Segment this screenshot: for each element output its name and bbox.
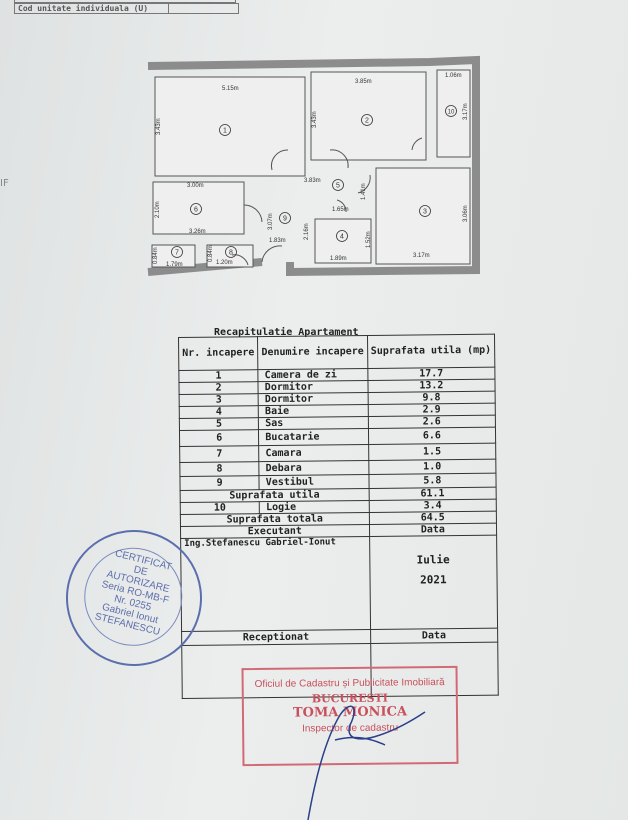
cell-area: 1.0 [368,459,496,475]
dim-label: 2.16m [304,223,310,240]
header-row: Cod unitate individuala (U) [14,3,239,14]
room-number: 4 [340,234,344,241]
cell-nr: 3 [179,393,259,407]
dim-label: 3.85m [355,79,372,85]
dim-label: 1.89m [330,256,347,262]
dim-label: 1.20m [216,260,233,266]
executant-date: Iulie 2021 [369,535,498,630]
cell-area: 1.5 [368,443,496,461]
dim-label: 1.06m [445,73,462,79]
header-name: Denumire incapere [257,335,368,370]
room-8 [206,244,254,268]
dim-label: 1.52m [366,231,372,248]
cell-name: Camara [258,444,369,462]
header-row-cut [14,0,236,3]
dim-label: 5.15m [222,86,239,92]
cell-nr: 8 [179,461,260,477]
room-number: 9 [283,216,287,223]
room-number: 8 [229,250,233,257]
cadastre-office-stamp: Oficiul de Cadastru și Publicitate Imobi… [241,665,459,767]
dim-label: 3.83m [304,178,321,184]
room-2 [310,71,427,161]
dim-label: 3.06m [463,205,469,222]
table-title: Recapitulatie Apartament [214,327,359,338]
room-number: 10 [448,110,455,116]
doors [231,137,423,266]
dim-label: 1.41m [361,183,367,200]
cell-nr: 9 [179,475,260,491]
cell-name: Bucatarie [258,428,369,446]
cell-nr: 2 [178,381,259,395]
dim-label: 1.65m [332,207,349,213]
dim-label: 3.43m [312,111,318,128]
date-year: 2021 [420,573,447,587]
table-header: Nr. incapere Denumire incapere Suprafata… [178,334,495,371]
cell-name: Debara [259,460,369,476]
room-number: 3 [423,209,427,216]
dim-label: 0.84m [153,247,159,264]
cell-nr: 6 [179,429,259,447]
dim-label: 3.17m [463,103,469,120]
date-month: Iulie [416,553,450,567]
executant-name: Ing.Stefanescu Gabriel-Ionut [180,536,371,632]
dim-label: 3.07m [268,213,274,230]
header-nr: Nr. incapere [178,336,259,371]
cell-nr: 5 [179,417,259,431]
room-number: 2 [365,118,369,125]
dim-label: 1.83m [269,238,286,244]
stamp-office: Oficiul de Cadastru și Publicitate Imobi… [254,677,445,690]
dim-label: 1.79m [166,262,183,268]
cell-nr: 1 [178,369,259,383]
stamp-role: Inspector de cadastru [301,722,399,735]
edge-mark: IF [0,178,9,189]
dim-label: 3.17m [413,253,430,259]
dim-label: 2.10m [155,201,161,218]
room-number: 7 [175,250,179,257]
data-label: Data [370,628,498,644]
executant-row: Ing.Stefanescu Gabriel-Ionut Iulie 2021 [180,535,498,632]
dim-label: 3.00m [187,183,204,189]
room-1 [154,76,306,177]
cell-nr: 10 [180,501,260,515]
header-area: Suprafata utila (mp) [367,334,495,369]
cell-area: 5.8 [368,473,497,489]
dim-label: 3.43m [156,118,162,135]
room-number: 5 [336,183,340,190]
dim-label: 0.84m [208,245,214,262]
dim-label: 3.26m [189,229,206,235]
cell-nr: 7 [179,445,260,463]
header-label: Cod unitate individuala (U) [18,4,169,13]
room-4 [314,218,372,264]
room-number: 1 [223,128,227,135]
room-10 [436,69,471,158]
cell-area: 6.6 [368,427,496,445]
room-number: 6 [194,207,198,214]
cell-name: Vestibul [259,474,369,490]
room-6 [152,181,245,235]
cell-nr: 4 [179,405,259,419]
apartment-summary-table: Nr. incapere Denumire incapere Suprafata… [178,334,499,699]
